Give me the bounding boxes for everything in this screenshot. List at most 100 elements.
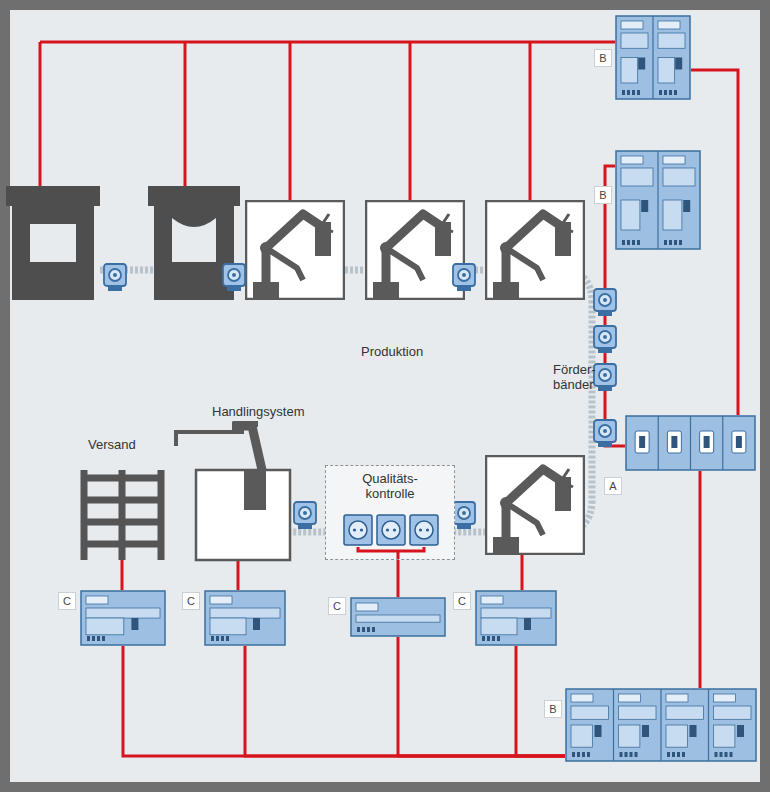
panel-module [658, 58, 675, 84]
socket-pin [419, 528, 422, 531]
panel-module [663, 168, 695, 186]
panel-module [210, 608, 280, 618]
motor-symbol [104, 264, 126, 291]
breaker-handle [642, 725, 649, 737]
terminal [674, 240, 677, 245]
terminal [97, 636, 100, 641]
robot-cell [486, 201, 584, 299]
terminal [587, 752, 590, 757]
power-cable [516, 646, 565, 756]
terminal [664, 90, 667, 95]
power-cable [398, 637, 565, 756]
terminal [677, 752, 680, 757]
motor-symbol [453, 264, 475, 291]
panel-module [663, 200, 682, 230]
panel-display [663, 156, 685, 164]
panel-module [666, 706, 704, 719]
socket-symbol [377, 515, 405, 545]
panel-display [658, 21, 680, 29]
terminal [226, 636, 229, 641]
breaker-handle [253, 618, 260, 630]
power-cable [699, 471, 702, 688]
panel-module [210, 618, 246, 635]
socket-pin [393, 528, 396, 531]
letter-tag: B [594, 49, 612, 67]
terminal [725, 752, 728, 757]
cabinet-body [616, 16, 690, 99]
breaker-handle [683, 200, 690, 212]
switchgear-cabinet [80, 590, 166, 646]
switchgear-box: B [615, 15, 691, 100]
switchgear-box: B [615, 150, 701, 250]
switchgear-cabinet [565, 688, 757, 762]
cabinet-divider [658, 416, 659, 470]
socket-symbol [344, 515, 372, 545]
cabinet-divider [690, 416, 691, 470]
cabinet-body [81, 591, 165, 645]
terminal [622, 240, 625, 245]
area-label: Qualitäts- kontrolle [362, 471, 418, 501]
breaker-window [700, 431, 714, 453]
terminal [622, 90, 625, 95]
breaker-handle [671, 436, 677, 448]
terminal [572, 752, 575, 757]
panel-module [621, 33, 648, 48]
terminal [497, 636, 500, 641]
panel-display [621, 156, 643, 164]
switchgear-cabinet [615, 15, 691, 100]
breaker-window [667, 431, 681, 453]
panel-module [621, 200, 640, 230]
terminal [679, 240, 682, 245]
terminal [367, 627, 370, 632]
panel-display [571, 694, 593, 702]
switchgear-box: C [80, 590, 166, 646]
area-label: Handlingsystem [212, 404, 305, 419]
motor-symbol [294, 502, 316, 529]
switchgear-cabinet [625, 415, 756, 471]
socket-pin [386, 528, 389, 531]
terminal [620, 752, 623, 757]
panel-display [619, 694, 641, 702]
terminal [627, 90, 630, 95]
panel-display [356, 603, 378, 611]
panel-module [658, 33, 685, 48]
socket-pin [360, 528, 363, 531]
letter-tag: C [58, 592, 76, 610]
panel-display [86, 596, 108, 604]
panel-module [86, 608, 160, 618]
switchgear-cabinet [475, 590, 557, 646]
terminal [635, 752, 638, 757]
cabinet-divider [652, 16, 653, 99]
breaker-window [732, 431, 746, 453]
breaker-window [635, 431, 649, 453]
panel-module [86, 618, 124, 635]
terminal [682, 752, 685, 757]
cabinet-body [205, 591, 285, 645]
letter-tag: B [594, 186, 612, 204]
breaker-handle [736, 436, 742, 448]
press-machine [6, 186, 240, 300]
socket-wire [358, 547, 424, 559]
terminal [632, 90, 635, 95]
terminal [659, 90, 662, 95]
motor-symbol [453, 502, 475, 529]
panel-display [714, 694, 736, 702]
power-cable [397, 560, 400, 597]
terminal [357, 627, 360, 632]
panel-module [571, 725, 592, 747]
terminal [487, 636, 490, 641]
breaker-handle [737, 725, 744, 737]
cabinet-body [626, 416, 755, 470]
area-label: Förder- bänder [553, 362, 596, 392]
motor-symbol [594, 420, 616, 447]
cabinet-divider [657, 151, 658, 249]
terminal [627, 240, 630, 245]
switchgear-cabinet [204, 590, 286, 646]
switchgear-box: C [475, 590, 557, 646]
letter-tag: B [544, 700, 562, 718]
switchgear-box: C [204, 590, 286, 646]
panel-module [481, 608, 551, 618]
cabinet-body [616, 151, 700, 249]
terminal [730, 752, 733, 757]
